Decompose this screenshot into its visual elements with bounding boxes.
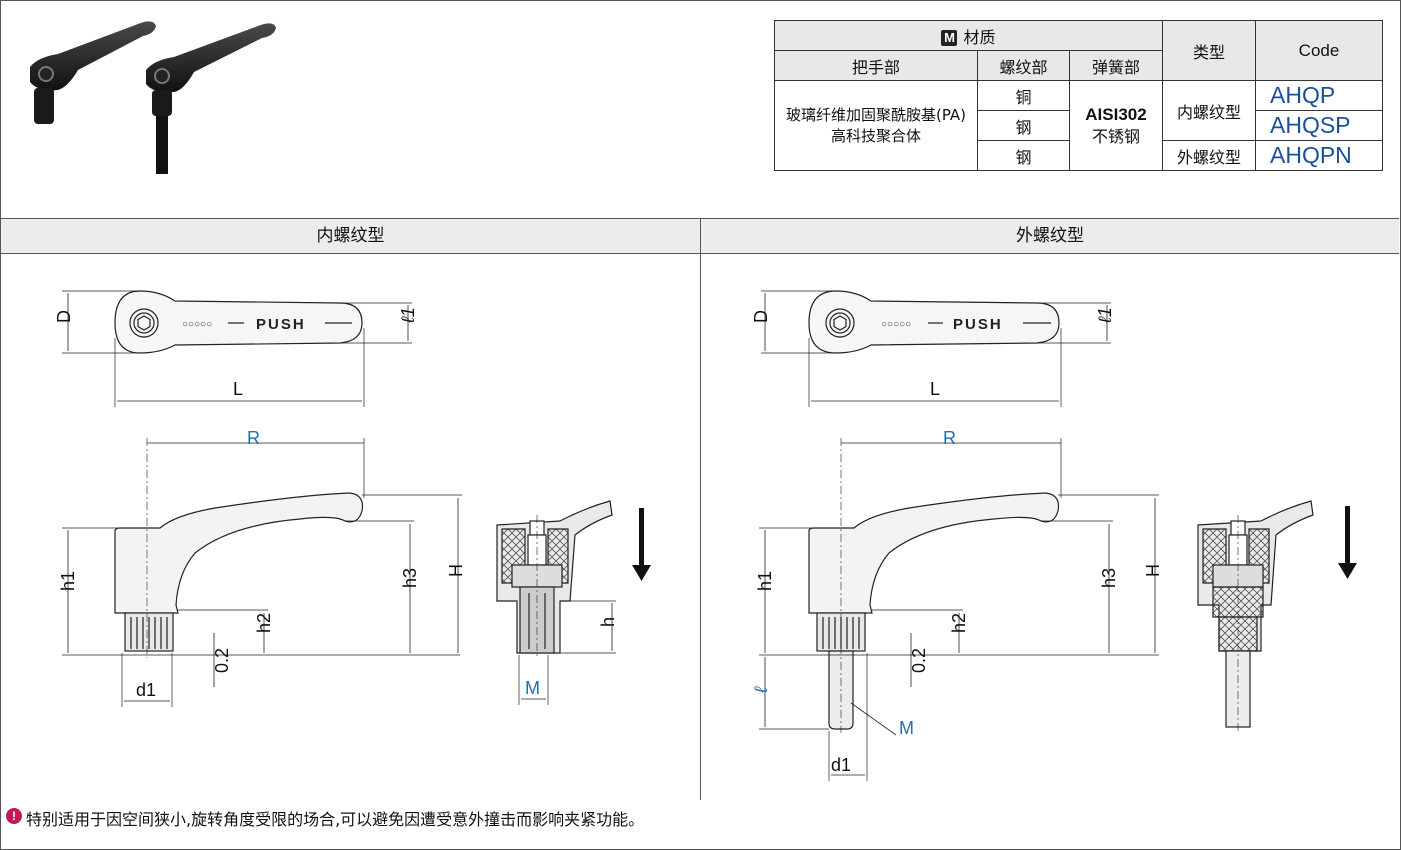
external-thread-drawing: D L ℓ1 R h1 h2 h3 H 0.2 ℓ M d1 ○○○○○ PUS…	[751, 290, 1357, 781]
dim-label-l1: ℓ1	[1095, 307, 1115, 324]
dim-label-h3: h3	[1099, 568, 1119, 588]
note-icon: !	[6, 808, 22, 824]
internal-thread-drawing: D L ℓ1 R h1 h2 h3 H h 0.2 d1 M ○○○○○ PUS…	[54, 290, 651, 707]
dim-label-R: R	[943, 428, 956, 448]
code-link[interactable]: AHQSP	[1255, 110, 1383, 141]
push-text: PUSH	[953, 316, 1003, 333]
type-internal: 内螺纹型	[1162, 80, 1256, 141]
dim-label-h1: h1	[755, 571, 775, 591]
thread-header: 螺纹部	[977, 50, 1070, 81]
dim-label-d1: d1	[136, 680, 156, 700]
code-link[interactable]: AHQP	[1255, 80, 1383, 111]
thread-material-row: 铜	[977, 80, 1070, 111]
dim-label-l1: ℓ1	[398, 307, 418, 324]
dim-label-h2: h2	[949, 613, 969, 633]
spring-material: AISI302 不锈钢	[1069, 80, 1163, 171]
dim-label-gap: 0.2	[909, 648, 929, 673]
handle-dots: ○○○○○	[881, 319, 911, 330]
dim-label-h2: h2	[254, 613, 274, 633]
handle-material: 玻璃纤维加固聚酰胺基(PA) 高科技聚合体	[774, 80, 978, 171]
dim-label-L: L	[930, 379, 940, 399]
dim-label-h3: h3	[400, 568, 420, 588]
dim-label-H: H	[1143, 564, 1163, 577]
dim-label-R: R	[247, 428, 260, 448]
product-photo	[30, 21, 276, 174]
dim-label-H: H	[446, 564, 466, 577]
type-header: 类型	[1162, 20, 1256, 81]
dim-label-h1: h1	[58, 571, 78, 591]
handle-dots: ○○○○○	[182, 319, 212, 330]
spring-header: 弹簧部	[1069, 50, 1163, 81]
dim-label-h: h	[598, 617, 618, 627]
push-text: PUSH	[256, 316, 306, 333]
material-badge: M	[941, 29, 958, 46]
thread-material-row: 钢	[977, 140, 1070, 171]
dim-label-M: M	[525, 678, 540, 698]
dim-label-M: M	[899, 718, 914, 738]
section-divider	[700, 218, 701, 800]
dim-label-gap: 0.2	[212, 648, 232, 673]
code-link[interactable]: AHQPN	[1255, 140, 1383, 171]
handle-header: 把手部	[774, 50, 978, 81]
usage-note: 特别适用于因空间狭小,旋转角度受限的场合,可以避免因遭受意外撞击而影响夹紧功能。	[26, 810, 645, 829]
dim-label-L: L	[233, 379, 243, 399]
thread-material-row: 钢	[977, 110, 1070, 141]
dim-label-D: D	[54, 310, 74, 323]
code-header: Code	[1255, 20, 1383, 81]
section-header-internal: 内螺纹型	[1, 218, 700, 254]
dim-label-d1: d1	[831, 755, 851, 775]
section-header-external: 外螺纹型	[701, 218, 1399, 254]
dim-label-l: ℓ	[751, 686, 771, 694]
type-external: 外螺纹型	[1162, 140, 1256, 171]
dim-label-D: D	[751, 310, 771, 323]
